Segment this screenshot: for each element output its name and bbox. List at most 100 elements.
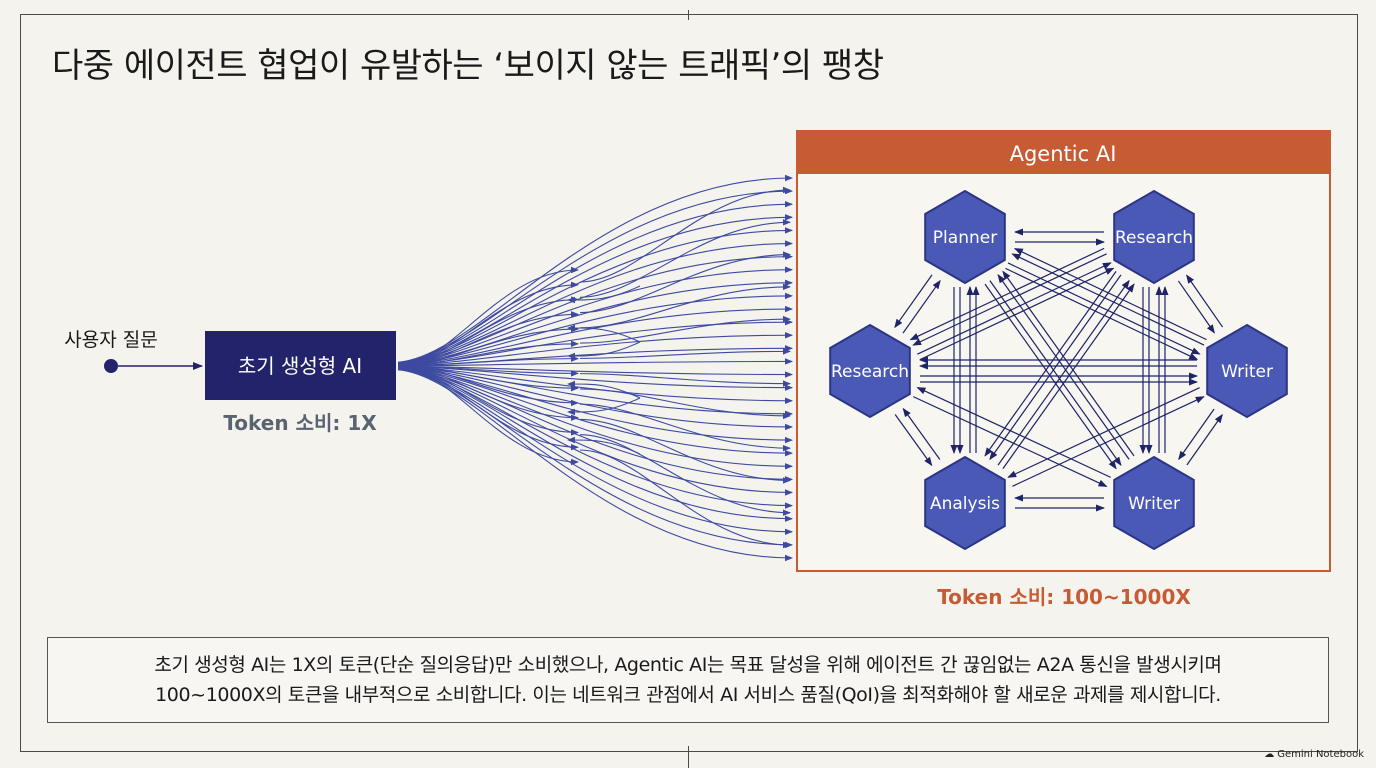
token-flow-arrow <box>567 436 641 455</box>
agent-label: Writer <box>1128 494 1180 514</box>
agent-hexagon <box>1113 189 1195 285</box>
agent-node: Research <box>829 323 911 419</box>
token-flow-arrow <box>567 380 641 399</box>
a2a-message-arrow <box>916 386 1112 478</box>
token-flow-arrow <box>567 341 641 360</box>
token-flow-arrow <box>397 365 579 377</box>
token-flow-arrow <box>397 358 793 367</box>
token-flow-arrow <box>397 266 579 367</box>
token-flow-arrow <box>397 325 579 367</box>
watermark-label: Gemini Notebook <box>1277 749 1364 760</box>
token-flow-arrow <box>397 214 793 364</box>
frame-line-bottom <box>20 751 1358 752</box>
token-flow-arrow <box>579 348 791 359</box>
a2a-message-arrow <box>912 253 1107 346</box>
a2a-message-arrow <box>912 396 1108 488</box>
token-flow-arrow <box>397 311 579 367</box>
token-flow-arrow <box>567 324 641 343</box>
user-question-dot <box>104 359 118 373</box>
token-flow-arrow <box>397 365 793 391</box>
summary-line-1: 초기 생성형 AI는 1X의 토큰(단순 질의응답)만 소비했으나, Agent… <box>154 654 1222 676</box>
a2a-message-arrow <box>902 407 941 460</box>
a2a-message-arrow <box>894 414 933 467</box>
token-flow-arrow <box>579 434 791 516</box>
token-flow-arrow <box>397 201 793 364</box>
token-flow-arrow <box>579 315 791 344</box>
a2a-message-arrow <box>1007 387 1200 478</box>
token-flow-arrow <box>579 418 791 484</box>
token-flow-arrow <box>579 403 791 452</box>
token-flow-arrow <box>397 292 793 366</box>
token-1x-label: Token 소비: 1X <box>223 411 377 435</box>
agent-label: Planner <box>933 228 997 248</box>
token-flow-arrow <box>397 187 793 364</box>
token-flow-arrow <box>579 251 791 314</box>
frame-line-right <box>1357 14 1358 752</box>
page-title: 다중 에이전트 협업이 유발하는 ‘보이지 않는 트래픽’의 팽창 <box>52 46 884 86</box>
token-flow-arrow <box>397 281 579 367</box>
agent-node: Writer <box>1113 455 1195 551</box>
token-flow-arrow <box>397 367 793 470</box>
user-question-label: 사용자 질문 <box>64 329 157 351</box>
token-flow-arrow <box>579 388 791 420</box>
agent-node: Research <box>1113 189 1195 285</box>
agent-label: Research <box>831 362 909 382</box>
frame-line-left <box>20 14 21 752</box>
token-flow-arrow <box>567 285 641 304</box>
token-flow-arrow <box>579 283 791 329</box>
frame-line-top <box>20 14 1358 15</box>
agent-label: Analysis <box>930 494 1000 514</box>
token-flow-arrow <box>397 365 579 466</box>
agent-node: Planner <box>924 189 1006 285</box>
initial-genai-label: 초기 생성형 AI <box>238 354 362 378</box>
a2a-message-arrow <box>989 274 1122 461</box>
token-fan-out-flows <box>397 174 793 562</box>
a2a-message-arrow <box>919 267 1115 361</box>
a2a-message-arrow <box>1177 280 1215 334</box>
a2a-message-arrow <box>1011 253 1205 346</box>
summary-box: 초기 생성형 AI는 1X의 토큰(단순 질의응답)만 소비했으나, Agent… <box>47 637 1329 723</box>
a2a-message-arrow <box>1002 283 1135 469</box>
initial-genai-box <box>205 331 396 400</box>
a2a-message-arrow <box>894 274 933 329</box>
a2a-message-arrow <box>917 262 1112 355</box>
token-flow-arrow <box>579 186 791 283</box>
agent-hexagon <box>829 323 911 419</box>
token-flow-arrow <box>397 355 579 367</box>
a2a-message-arrow <box>1005 267 1199 361</box>
agent-node: Analysis <box>924 455 1006 551</box>
a2a-message-arrow <box>1186 413 1223 466</box>
frame-tick-bottom <box>688 746 689 768</box>
token-flow-arrow <box>397 340 579 367</box>
a2a-message-arrow <box>1012 396 1205 487</box>
a2a-message-arrow <box>1013 247 1207 341</box>
agent-communication-mesh <box>894 228 1224 512</box>
a2a-message-arrow <box>1186 274 1224 328</box>
agent-label: Writer <box>1221 362 1273 382</box>
a2a-message-arrow <box>1002 270 1135 457</box>
agent-node: Writer <box>1206 323 1288 419</box>
token-flow-arrow <box>579 219 791 298</box>
token-100-1000x-label: Token 소비: 100~1000X <box>937 585 1191 609</box>
agent-hexagon <box>1206 323 1288 419</box>
token-flow-arrow <box>397 174 793 363</box>
token-flow-arrow <box>397 366 793 444</box>
a2a-message-arrow <box>997 274 1130 460</box>
token-flow-arrow <box>397 368 793 522</box>
token-flow-arrow <box>397 296 579 367</box>
agent-hexagon <box>924 189 1006 285</box>
frame-tick-top <box>688 10 689 20</box>
token-flow-arrow <box>397 367 793 496</box>
agentic-ai-header-label: Agentic AI <box>1010 142 1117 166</box>
agent-hexagon <box>1113 455 1195 551</box>
agent-label: Research <box>1115 228 1193 248</box>
token-flow-arrow <box>579 449 791 549</box>
a2a-message-arrow <box>909 247 1105 341</box>
token-flow-arrow <box>397 366 793 418</box>
agentic-ai-header <box>797 131 1330 174</box>
agent-hexagon <box>924 455 1006 551</box>
token-flow-arrow <box>397 369 793 562</box>
